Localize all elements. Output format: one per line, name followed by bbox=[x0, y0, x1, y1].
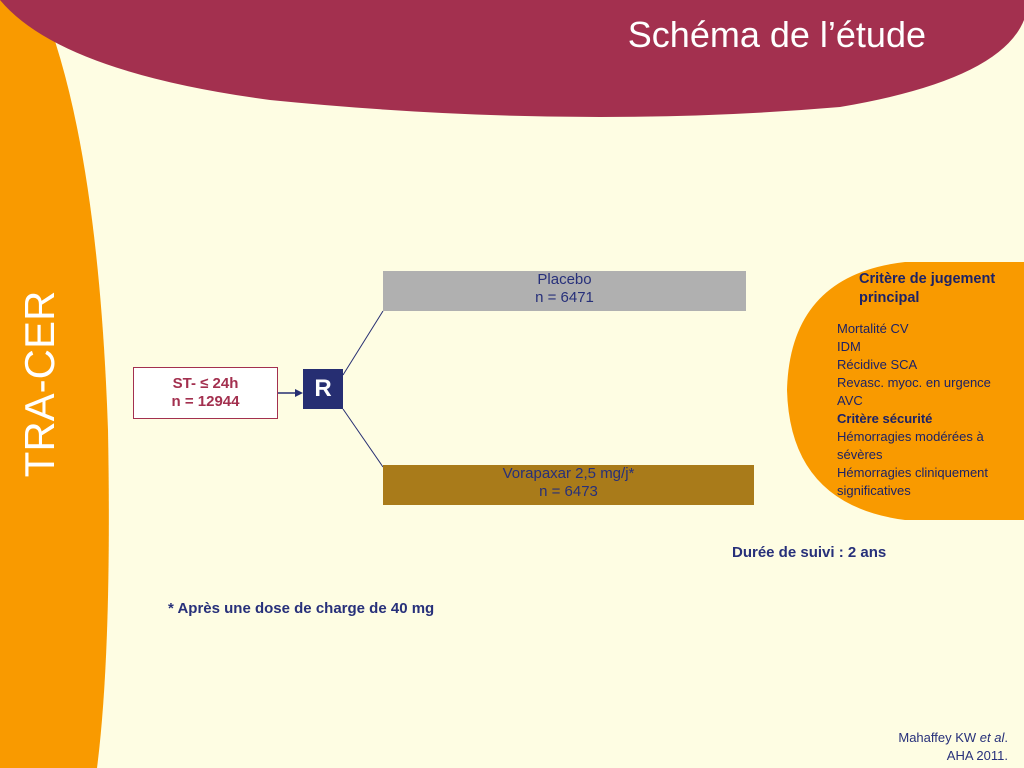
criteria-item: Hémorragies modérées à sévères bbox=[837, 429, 984, 462]
followup-duration: Durée de suivi : 2 ans bbox=[732, 544, 887, 561]
placebo-arm-box: Placebo n = 6471 bbox=[383, 271, 746, 311]
population-box: ST- ≤ 24h n = 12944 bbox=[133, 367, 278, 419]
citation: Mahaffey KW et al. AHA 2011. bbox=[898, 729, 1008, 765]
criteria-item: Mortalité CV bbox=[837, 321, 909, 336]
population-criteria: ST- ≤ 24h bbox=[172, 375, 239, 392]
vorapaxar-arm-name: Vorapaxar 2,5 mg/j* bbox=[502, 465, 635, 482]
citation-authors-line: Mahaffey KW et al. bbox=[898, 729, 1008, 747]
citation-dot: . bbox=[1004, 730, 1008, 745]
branch-line-lower bbox=[342, 408, 384, 468]
citation-etal: et al bbox=[979, 730, 1005, 745]
placebo-arm-count: n = 6471 bbox=[535, 289, 594, 306]
arrow-head bbox=[295, 389, 303, 397]
criteria-heading: Critère de jugement principal bbox=[859, 271, 996, 306]
page-title: Schéma de l’étude bbox=[627, 14, 926, 55]
sidebar-orange-shape bbox=[0, 0, 109, 768]
criteria-item: Revasc. myoc. en urgence bbox=[837, 375, 991, 390]
header-band bbox=[0, 0, 1024, 117]
criteria-list: Mortalité CV IDM Récidive SCA Revasc. my… bbox=[837, 320, 1022, 500]
criteria-orange-panel bbox=[787, 262, 1024, 520]
branch-line-upper bbox=[342, 310, 384, 376]
footnote: * Après une dose de charge de 40 mg bbox=[168, 600, 435, 617]
population-count: n = 12944 bbox=[171, 393, 240, 410]
criteria-item: Récidive SCA bbox=[837, 357, 918, 372]
criteria-item: Hémorragies cliniquement significatives bbox=[837, 465, 989, 498]
criteria-item: AVC bbox=[837, 393, 863, 408]
citation-source: AHA 2011. bbox=[946, 748, 1008, 763]
criteria-item: IDM bbox=[837, 339, 861, 354]
randomization-box: R bbox=[303, 369, 343, 409]
criteria-item-safety-heading: Critère sécurité bbox=[837, 411, 933, 426]
vorapaxar-arm-box: Vorapaxar 2,5 mg/j* n = 6473 bbox=[383, 465, 754, 505]
vorapaxar-arm-count: n = 6473 bbox=[539, 483, 598, 500]
sidebar-study-label: TRA-CER bbox=[16, 290, 63, 478]
placebo-arm-name: Placebo bbox=[537, 271, 592, 288]
citation-authors: Mahaffey KW bbox=[898, 730, 977, 745]
